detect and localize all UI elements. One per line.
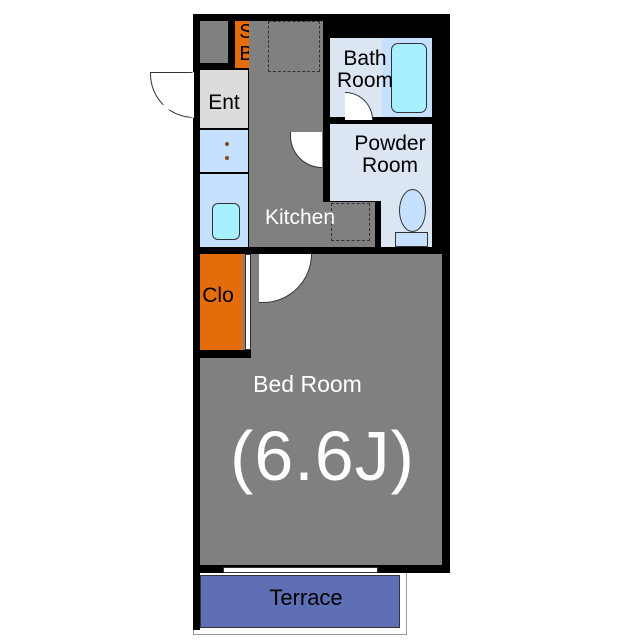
washer-space — [331, 203, 370, 241]
entrance-door[interactable] — [150, 72, 194, 118]
kitchen-floor-ext — [322, 202, 375, 247]
bathtub-icon — [391, 43, 427, 113]
knob-icon — [225, 156, 229, 160]
storage-box — [200, 21, 228, 63]
entrance-label: Ent — [208, 91, 240, 114]
closet: Clo — [200, 254, 243, 350]
closet-label: Clo — [202, 284, 234, 307]
shoe-cabinet — [200, 130, 248, 172]
powder-label: Powder Room — [354, 132, 426, 178]
terrace-wall — [193, 573, 200, 630]
terrace-label: Terrace — [269, 585, 343, 610]
powder-room — [330, 124, 432, 201]
bathtub-area — [382, 38, 432, 117]
terrace-door[interactable] — [223, 567, 378, 573]
toilet-tank-icon — [395, 232, 428, 247]
terrace: Terrace — [200, 575, 400, 628]
bedroom-size: (6.6J) — [230, 417, 415, 495]
closet-wall — [193, 350, 251, 358]
entrance: Ent — [200, 70, 248, 128]
fridge-space — [268, 21, 320, 72]
bedroom-label: Bed Room — [253, 371, 362, 397]
kitchen-label: Kitchen — [264, 206, 336, 229]
kitchen-counter — [200, 174, 248, 247]
knob-icon — [225, 142, 229, 146]
toilet-bowl-icon — [399, 189, 426, 232]
closet-door[interactable] — [245, 254, 251, 350]
sink-icon — [212, 203, 240, 240]
bath-label: Bath Room — [336, 47, 394, 93]
